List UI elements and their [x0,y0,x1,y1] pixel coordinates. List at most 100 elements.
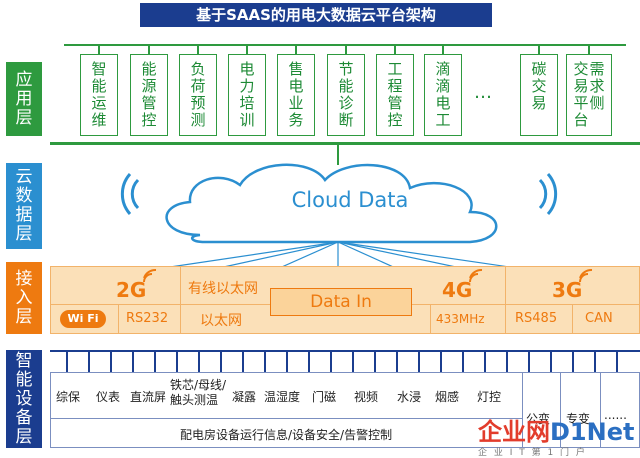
app-char: 管 [141,94,157,112]
watermark-blue: D1Net [550,418,635,446]
device-item: 灯控 [477,390,502,404]
app-char: 业 [288,94,304,112]
app-char: 交 [573,60,589,78]
app-char: 侧 [589,94,605,112]
app-connector [538,44,540,54]
device-tick [198,352,200,372]
layer-char: 数 [15,186,33,206]
wifi-arc-right-2 [546,173,558,215]
app-char: 荷 [190,77,206,95]
app-connector [98,44,100,54]
app-connector [442,44,444,54]
app-char: 平 [573,94,589,112]
app-char: 务 [288,111,304,129]
device-tick [66,352,68,372]
app-item: 交易平台需求侧 [566,54,612,136]
cloud-label: Cloud Data [291,188,409,212]
app-bottom-rail [50,142,640,145]
device-item: 直流屏 [130,390,167,404]
access-vline [572,304,573,334]
app-char: 能 [91,77,107,95]
app-item-column: 智能运维 [91,61,106,129]
layer-char: 层 [15,107,33,128]
layer-char: 云 [15,167,33,187]
layer-char: 智 [15,350,33,371]
app-connector [394,44,396,54]
app-item: 节能诊断 [327,54,365,136]
watermark: 企业网D1Net 企 业 I T 第 1 门 户 [478,412,638,458]
label-wired-ethernet: 有线以太网 [188,281,258,297]
device-more: ...... [604,408,627,422]
device-item: 仪表 [96,390,121,404]
device-tick [462,352,464,372]
device-item: 温湿度 [264,390,301,404]
app-char: 训 [239,111,255,129]
app-connector [148,44,150,54]
device-tick [572,352,574,372]
app-char: 能 [338,77,354,95]
device-tick [308,352,310,372]
app-char: 能 [141,60,157,78]
app-char: 节 [338,60,354,78]
wifi-badge: Wi Fi [60,310,106,328]
access-vline [430,304,431,334]
app-char: 程 [387,77,403,95]
app-connector [197,44,199,54]
app-char: 工 [435,111,451,129]
page-title: 基于SAAS的用电大数据云平台架构 [140,3,492,27]
device-tick [242,352,244,372]
app-char: 智 [91,60,107,78]
device-tick [154,352,156,372]
label-rs485: RS485 [515,311,558,326]
app-item-column: 售电业务 [288,61,303,129]
app-item-column: 负荷预测 [190,61,205,129]
app-char: 源 [141,77,157,95]
layer-char: 层 [15,224,33,244]
wifi-arc-right-1 [538,178,548,210]
device-tick [176,352,178,372]
app-char: 碳 [531,60,547,78]
app-item-column: 碳交易 [531,61,546,112]
label-ethernet: 以太网 [200,313,242,329]
access-vline [505,266,506,334]
app-char: 需 [589,60,605,78]
app-char: 滴 [435,77,451,95]
app-char: 运 [91,94,107,112]
app-connector [246,44,248,54]
app-char: 电 [435,94,451,112]
app-char: 断 [338,111,354,129]
device-tick [396,352,398,372]
device-tick [594,352,596,372]
layer-char: 用 [15,88,33,109]
app-item: 负荷预测 [179,54,217,136]
device-top-rail [50,350,640,352]
app-connector [295,44,297,54]
access-vline [180,266,181,334]
app-char: 力 [239,77,255,95]
app-char: 电 [288,77,304,95]
app-char: 售 [288,60,304,78]
layer-char: 能 [15,369,33,390]
app-char: 易 [531,94,547,112]
app-char: 管 [387,94,403,112]
device-tick [374,352,376,372]
app-char: 预 [190,94,206,112]
app-item-column: 工程管控 [387,61,402,129]
layer-label-access: 接 入 层 [6,262,42,334]
device-tick [506,352,508,372]
device-item: 水浸 [397,390,422,404]
layer-label-cloud: 云 数 据 层 [6,163,42,249]
device-vline [522,372,523,448]
device-tick [88,352,90,372]
app-char: 滴 [435,60,451,78]
device-item: 烟感 [435,390,460,404]
cloud-links [149,241,531,270]
label-3g: 3G [552,278,583,302]
device-item: 凝露 [232,390,257,404]
layer-char: 应 [15,69,33,90]
cloud-graphic [120,163,558,270]
layer-char: 入 [15,287,33,308]
device-gongbian: 公变 [526,412,551,426]
signal-icon [469,269,483,283]
device-summary: 配电房设备运行信息/设备安全/告警控制 [180,428,393,442]
